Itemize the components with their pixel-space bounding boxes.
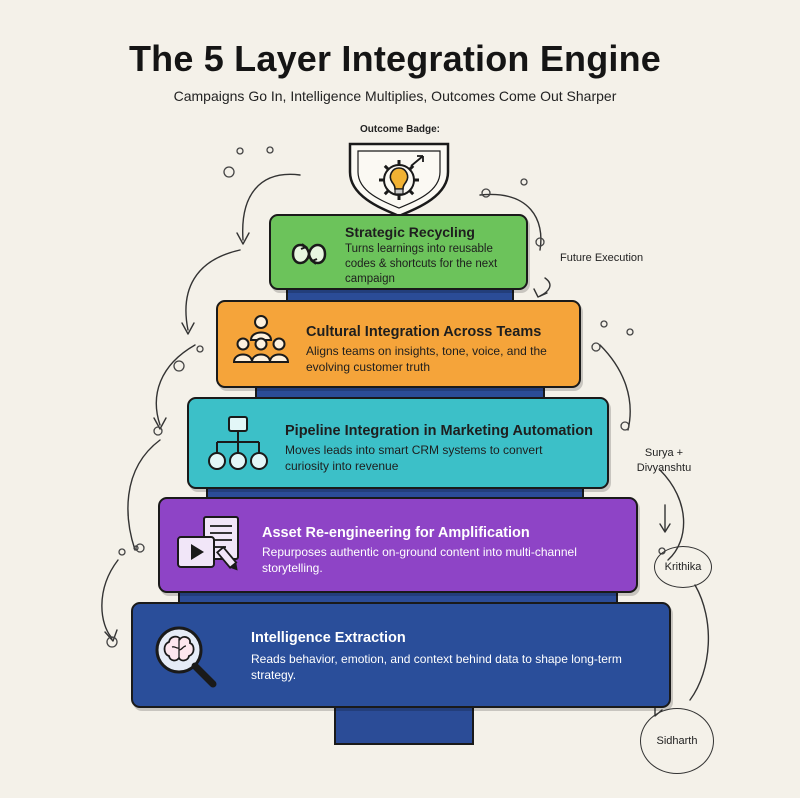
team-people-icon (232, 315, 290, 363)
layer-strategic-recycling: Strategic Recycling Turns learnings into… (269, 214, 528, 290)
hierarchy-network-icon (208, 416, 268, 470)
layer-title: Intelligence Extraction (251, 630, 406, 646)
layer-description: Turns learnings into reusable codes & sh… (345, 243, 498, 286)
outcome-badge-label: Outcome Badge: (359, 124, 440, 135)
connector-base (334, 705, 474, 745)
layer-title: Cultural Integration Across Teams (306, 324, 542, 340)
video-document-icon (177, 516, 239, 571)
layer-title: Asset Re-engineering for Amplification (262, 525, 530, 541)
future-execution-label: Future Execution (560, 252, 644, 264)
brain-magnifier-icon (155, 626, 217, 688)
person-surya: Surya + Divyanshtu (622, 446, 706, 476)
page-title: The 5 Layer Integration Engine (128, 38, 662, 79)
person-krithika-bubble: Krithika (654, 546, 712, 588)
layer-description: Repurposes authentic on-ground content i… (262, 545, 577, 575)
connector-1 (286, 287, 514, 303)
person-name: Krithika (664, 561, 702, 573)
layer-asset-reengineering: Asset Re-engineering for Amplification R… (158, 497, 638, 593)
recycle-loop-icon (291, 243, 327, 265)
outcome-badge-icon (348, 142, 450, 218)
layer-description: Reads behavior, emotion, and context beh… (251, 652, 622, 682)
layer-cultural-integration: Cultural Integration Across Teams Aligns… (216, 300, 581, 388)
layer-description: Aligns teams on insights, tone, voice, a… (306, 344, 547, 374)
person-name: Sidharth (656, 735, 698, 747)
layer-title: Strategic Recycling (345, 224, 475, 240)
layer-intelligence-extraction: Intelligence Extraction Reads behavior, … (131, 602, 671, 708)
layer-pipeline-integration: Pipeline Integration in Marketing Automa… (187, 397, 609, 489)
layer-description: Moves leads into smart CRM systems to co… (285, 443, 543, 473)
person-sidharth-bubble: Sidharth (640, 708, 714, 774)
person-name: Surya + (644, 447, 684, 459)
person-name: Divyanshtu (636, 461, 692, 474)
layer-title: Pipeline Integration in Marketing Automa… (285, 423, 594, 439)
page-subtitle: Campaigns Go In, Intelligence Multiplies… (173, 88, 617, 104)
